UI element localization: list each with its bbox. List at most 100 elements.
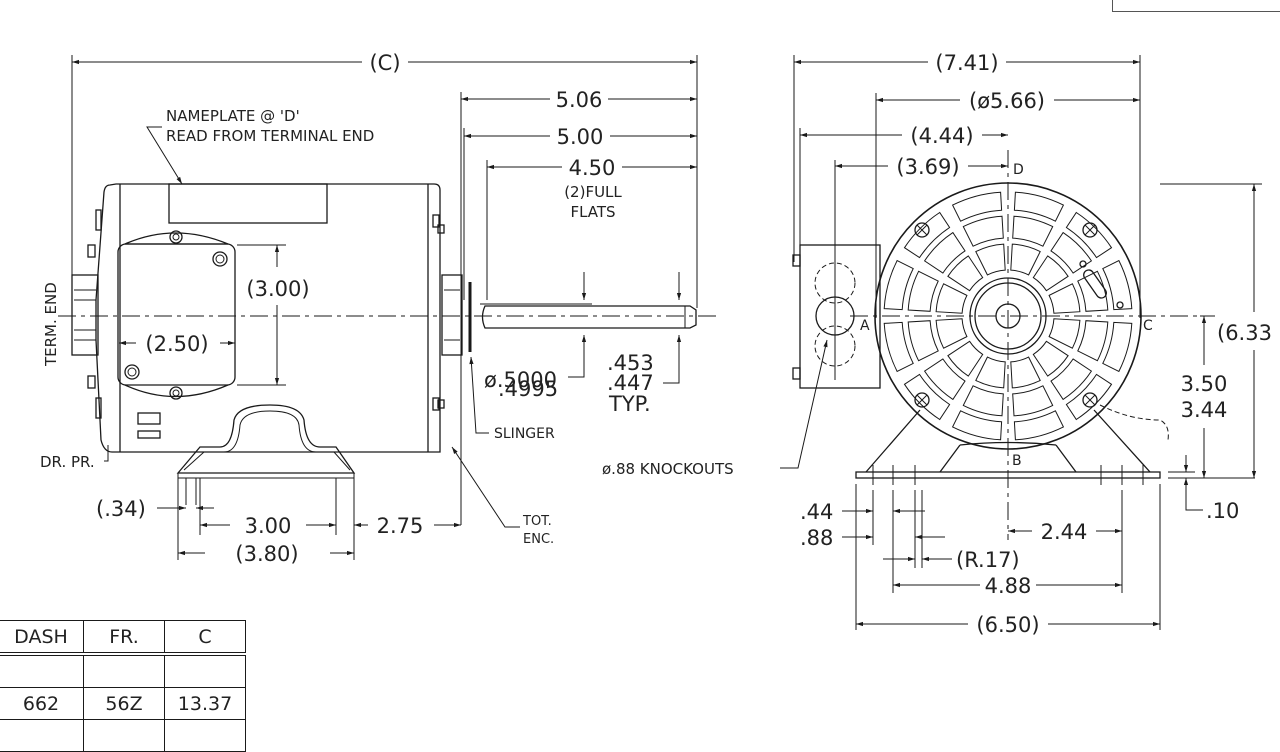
shaft-diameter-min: .4995 bbox=[498, 377, 558, 401]
base-width-label: (6.50) bbox=[976, 613, 1039, 637]
flat-dim-min: .447 bbox=[607, 371, 654, 395]
flats-note-line2: FLATS bbox=[570, 203, 615, 221]
table-cell-dash: 662 bbox=[0, 687, 84, 720]
mounting-base bbox=[176, 404, 356, 474]
table-header-dash: DASH bbox=[0, 620, 84, 656]
bolts bbox=[914, 222, 1098, 408]
base-legs bbox=[865, 409, 1151, 473]
label-d: D bbox=[1013, 162, 1024, 178]
slot-dim-label: (.34) bbox=[96, 497, 146, 521]
fan-guard-slot bbox=[1013, 410, 1065, 441]
table-cell bbox=[83, 653, 165, 688]
fan-guard-slot bbox=[1012, 215, 1054, 247]
terminal-box bbox=[799, 244, 881, 389]
fan-guard-slot bbox=[1048, 318, 1081, 349]
frame-diameter-label: (ø5.66) bbox=[969, 89, 1045, 113]
table-cell bbox=[164, 653, 246, 688]
shaft bbox=[481, 305, 697, 329]
table-cell-frame: 56Z bbox=[83, 687, 165, 720]
fan-guard-slot bbox=[923, 358, 966, 401]
flat-dim-max: .453 bbox=[607, 351, 654, 375]
term-end-label: TERM. END bbox=[42, 282, 60, 367]
fan-guard-slot bbox=[903, 373, 951, 421]
slot-dim-088: .88 bbox=[800, 526, 833, 550]
table-row: 662 56Z 13.37 bbox=[0, 687, 246, 720]
fan-guard-slot bbox=[923, 231, 966, 274]
shaft-height-min: 3.44 bbox=[1181, 398, 1228, 422]
tot-enc-line1: TOT. bbox=[522, 514, 552, 529]
overall-height-label: (6.33 bbox=[1217, 321, 1272, 345]
table-cell bbox=[0, 653, 84, 688]
fan-guard-slot bbox=[907, 270, 939, 312]
motor-dimension-drawing: (C) NAMEPLATE @ 'D' READ FROM TERMINAL E… bbox=[40, 51, 1272, 637]
fan-guard-slot bbox=[1065, 211, 1113, 259]
fan-guard-slot bbox=[1012, 385, 1054, 417]
fan-guard-slot bbox=[1077, 320, 1109, 362]
shaft-to-hole-label: 2.75 bbox=[377, 514, 424, 538]
fan-guard-slot bbox=[935, 283, 968, 314]
table-cell-c: 13.37 bbox=[164, 687, 246, 720]
tot-enc-line2: ENC. bbox=[523, 532, 554, 547]
fan-guard-slot bbox=[962, 385, 1004, 417]
table-cell bbox=[83, 719, 165, 752]
side-view: (C) NAMEPLATE @ 'D' READ FROM TERMINAL E… bbox=[40, 51, 720, 566]
fan-guard-slot bbox=[947, 255, 984, 292]
end-view: (7.41) (ø5.66) (4.44) (3.69) D bbox=[602, 51, 1272, 637]
shaft-dim-5-06: 5.06 bbox=[556, 88, 603, 112]
flats-note-line1: (2)FULL bbox=[564, 183, 622, 201]
fan-guard-slot bbox=[947, 340, 984, 377]
dr-pr-label: DR. PR. bbox=[40, 453, 95, 471]
center-to-hole-label: 2.44 bbox=[1041, 520, 1088, 544]
dr-pr-leader bbox=[104, 445, 109, 462]
box-to-center-label: (4.44) bbox=[910, 124, 973, 148]
nameplate-leader bbox=[146, 126, 183, 185]
hole-spacing-label: 4.88 bbox=[985, 574, 1032, 598]
fan-guard-slot bbox=[935, 318, 968, 349]
fan-guard-slot bbox=[975, 356, 1006, 389]
fan-guard-slot bbox=[1065, 373, 1113, 421]
fan-guard-slot bbox=[1050, 358, 1093, 401]
base-length-label: (3.80) bbox=[235, 542, 298, 566]
fan-guard-slot bbox=[951, 191, 1003, 222]
dash-frame-table: DASH FR. C 662 56Z 13.37 bbox=[0, 620, 246, 752]
fan-guard-slot bbox=[1102, 321, 1133, 373]
fan-guard-slot bbox=[883, 259, 914, 311]
slot-radius-label: (R.17) bbox=[956, 548, 1020, 572]
fan-guard-slot bbox=[1077, 270, 1109, 312]
motor-body-outline bbox=[95, 183, 441, 453]
fan-guard-slot bbox=[1102, 259, 1133, 311]
shaft-height-max: 3.50 bbox=[1181, 372, 1228, 396]
fan-guard-slot bbox=[1048, 283, 1081, 314]
fan-guard-slot bbox=[907, 320, 939, 362]
table-row bbox=[0, 653, 246, 688]
title-block-corner bbox=[1112, 0, 1280, 12]
table-header-frame: FR. bbox=[83, 620, 165, 656]
fan-guard-slot bbox=[962, 215, 1004, 247]
end-view-base bbox=[855, 471, 1161, 479]
table-cell bbox=[0, 719, 84, 752]
shaft-diameter-max: ø.5000 bbox=[484, 368, 557, 392]
fan-guard-slot bbox=[1032, 255, 1069, 292]
nameplate-note-line2: READ FROM TERMINAL END bbox=[166, 127, 374, 145]
label-a: A bbox=[860, 318, 870, 334]
fan-guard-slot bbox=[903, 211, 951, 259]
fan-guard-ribs bbox=[883, 191, 1133, 441]
base-hole-spacing-label: 3.00 bbox=[245, 514, 292, 538]
fan-guard-slot bbox=[883, 321, 914, 373]
table-header-row: DASH FR. C bbox=[0, 620, 246, 656]
overall-width-label: (7.41) bbox=[935, 51, 998, 75]
table-cell bbox=[164, 719, 246, 752]
base-thickness-label: .10 bbox=[1206, 499, 1239, 523]
flat-dim-typ: TYP. bbox=[608, 392, 651, 416]
nameplate-note-line1: NAMEPLATE @ 'D' bbox=[166, 107, 300, 125]
conduit-box-width-label: (2.50) bbox=[145, 332, 208, 356]
shaft-dim-5-00: 5.00 bbox=[557, 125, 604, 149]
fan-guard-slot bbox=[1032, 340, 1069, 377]
fan-guard-slot bbox=[975, 243, 1006, 276]
knockouts-label: ø.88 KNOCKOUTS bbox=[602, 460, 734, 478]
shaft-dim-4-50: 4.50 bbox=[569, 156, 616, 180]
fan-guard-slot bbox=[1010, 356, 1041, 389]
fan-guard-slot bbox=[951, 410, 1003, 441]
label-b: B bbox=[1012, 453, 1022, 469]
label-c: C bbox=[1143, 318, 1153, 334]
